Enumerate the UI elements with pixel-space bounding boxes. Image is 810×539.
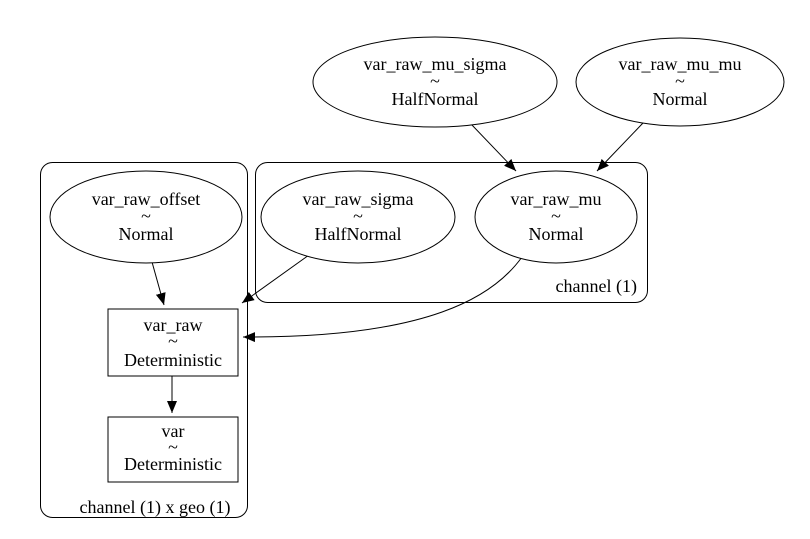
node-var-raw-mu-name: var_raw_mu [511,189,602,209]
node-var-raw-offset-tilde: ~ [141,206,151,226]
node-var-raw-mu: var_raw_mu ~ Normal [474,170,638,264]
node-var-raw-offset: var_raw_offset ~ Normal [49,170,243,264]
plate-channel: channel (1) [255,162,648,303]
edge-var-raw-offset-to-var-raw [151,261,166,306]
edges [151,122,644,413]
node-var-raw-offset-dist: Normal [119,224,174,244]
node-var-name: var [162,421,185,441]
node-var-raw-mu-shape [474,170,638,264]
node-var-raw-offset-shape [49,170,243,264]
node-var-raw-mu-sigma-dist: HalfNormal [392,89,479,109]
node-var-raw-mu-mu-tilde: ~ [675,71,685,91]
plate-channel-border [255,162,648,303]
edge-var-raw-sigma-to-var-raw [241,254,310,304]
edge-var-raw-mu-mu-to-var-raw-mu [596,122,644,172]
plate-channel-label: channel (1) [556,276,637,297]
node-var-raw-sigma-shape [260,170,456,264]
node-var-raw-sigma-tilde: ~ [353,206,363,226]
node-var-raw-mu-sigma-tilde: ~ [430,71,440,91]
node-var-raw-mu-mu: var_raw_mu_mu ~ Normal [575,37,785,127]
node-var-raw-mu-mu-name: var_raw_mu_mu [619,54,742,74]
node-var-raw-dist: Deterministic [124,350,222,370]
node-var-raw-mu-tilde: ~ [551,206,561,226]
edge-var-raw-mu-to-var-raw [242,256,523,343]
node-var-raw: var_raw ~ Deterministic [107,308,239,377]
node-var-raw-sigma: var_raw_sigma ~ HalfNormal [260,170,456,264]
edge-var-raw-mu-sigma-to-var-raw-mu [470,123,517,172]
node-var-raw-mu-sigma-shape [312,36,558,128]
node-var-raw-mu-dist: Normal [529,224,584,244]
node-var-raw-mu-mu-dist: Normal [653,89,708,109]
node-var-raw-sigma-dist: HalfNormal [315,224,402,244]
plate-channel-geo-label: channel (1) x geo (1) [80,497,231,518]
node-var-dist: Deterministic [124,454,222,474]
node-var-raw-shape [107,308,239,377]
node-var-raw-mu-sigma-name: var_raw_mu_sigma [364,54,507,74]
node-var-raw-offset-name: var_raw_offset [92,189,201,209]
node-var-shape [107,416,239,483]
node-var-raw-mu-mu-shape [575,37,785,127]
node-var: var ~ Deterministic [107,416,239,483]
node-var-tilde: ~ [168,437,178,457]
node-var-raw-name: var_raw [144,315,203,335]
node-var-raw-sigma-name: var_raw_sigma [303,189,414,209]
node-var-raw-mu-sigma: var_raw_mu_sigma ~ HalfNormal [312,36,558,128]
node-var-raw-tilde: ~ [168,331,178,351]
